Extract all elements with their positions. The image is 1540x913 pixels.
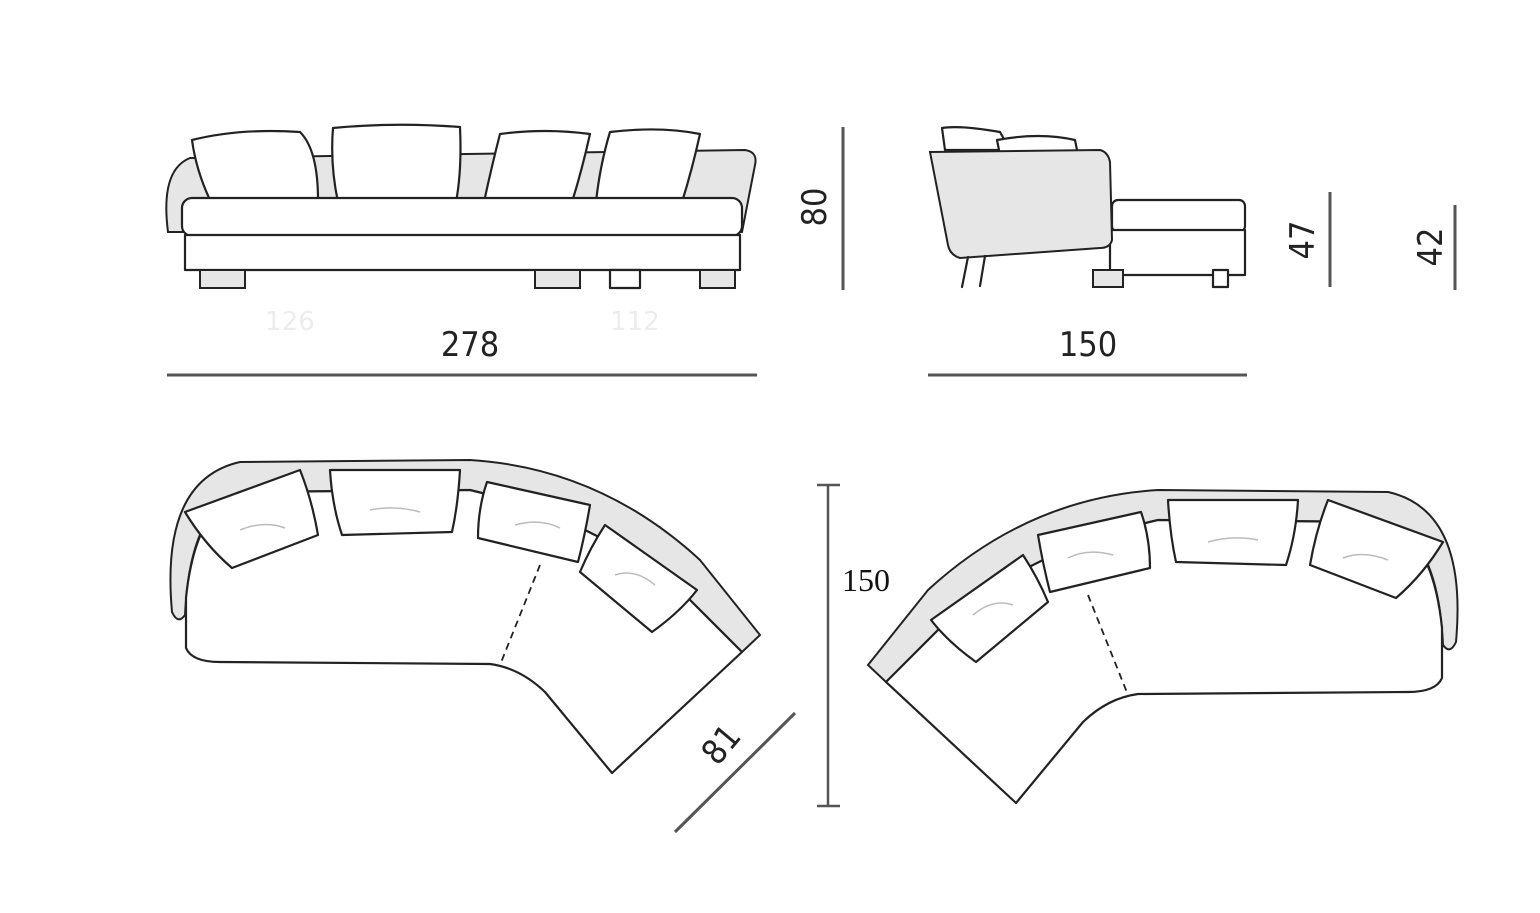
top-view-left: [169, 458, 762, 775]
front-view: 126 112 278 80: [165, 123, 845, 377]
top-view-right: [866, 488, 1459, 805]
side-view: 150 47 42: [928, 126, 1457, 377]
top-depth-label: 150: [842, 562, 890, 598]
ghost-label-126: 126: [265, 307, 315, 337]
depth-label: 150: [1059, 325, 1117, 365]
seat-height-label: 47: [1283, 221, 1323, 260]
width-label: 278: [441, 325, 499, 365]
section-depth-dimension-line: [673, 711, 797, 834]
ghost-label-112: 112: [610, 307, 660, 337]
chaise-height-label: 42: [1411, 228, 1451, 267]
height-label: 80: [795, 188, 835, 227]
section-depth-label: 81: [694, 717, 750, 773]
top-depth-dimension: 150: [817, 483, 890, 808]
